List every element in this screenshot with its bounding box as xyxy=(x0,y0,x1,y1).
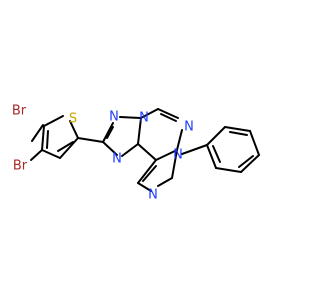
molecule-diagram: Br Br S N N N N N N xyxy=(0,0,300,300)
bromine-label-bottom: Br xyxy=(13,159,28,174)
bond-thiophene-triazole-link xyxy=(77,137,104,143)
bonds xyxy=(30,108,260,192)
bond-pyrazole-left-double xyxy=(142,165,157,182)
bond-phenyl-4-double xyxy=(238,155,254,168)
bond-pyrimidine-bottom-right xyxy=(155,149,178,161)
bond-phenyl-2 xyxy=(224,126,251,132)
background xyxy=(0,0,300,300)
nitrogen-label-2: N xyxy=(139,111,149,126)
bond-phenyl-2-double xyxy=(229,131,248,136)
bond-pyrimidine-top-right xyxy=(157,108,179,119)
bond-pyrimidine-bottom-left xyxy=(137,143,157,161)
bond-thiophene-double-inner xyxy=(57,141,74,152)
bond-pyrazole-right xyxy=(171,149,178,179)
bond-triazole-top xyxy=(119,116,142,119)
bond-phenyl-1 xyxy=(206,126,226,146)
bond-pyrimidine-top-double xyxy=(160,113,177,122)
bond-thiophene-right-lower xyxy=(59,137,79,159)
bromine-label-top: Br xyxy=(12,104,27,119)
bond-pyrazole-bottom-right xyxy=(157,177,173,187)
bond-pyrazole-bottom xyxy=(137,182,152,192)
bond-thiophene-br-lower xyxy=(30,149,43,161)
bond-triazole-upper-left-double xyxy=(106,126,114,139)
bond-phenyl-5 xyxy=(215,167,242,173)
nitrogen-label-3: N xyxy=(112,152,122,167)
bond-phenyl-link xyxy=(181,144,208,155)
bond-triazole-upper-left xyxy=(102,122,114,143)
structure-svg: Br Br S N N N N N N xyxy=(0,0,300,300)
bond-pyrazole-left xyxy=(137,159,157,184)
sulfur-label: S xyxy=(69,112,77,127)
bond-triazole-right xyxy=(137,117,142,145)
bond-thiophene-left-side xyxy=(41,125,45,151)
bond-triazole-bottom-left xyxy=(102,141,118,156)
bond-c-s-thiophene xyxy=(43,115,64,127)
bond-phenyl-4 xyxy=(240,154,260,173)
nitrogen-label-5: N xyxy=(173,148,183,163)
bond-phenyl-6 xyxy=(206,144,217,169)
nitrogen-label-4: N xyxy=(184,120,194,135)
atom-labels: Br Br S N N N N N N xyxy=(12,104,194,203)
bond-pyrimidine-right xyxy=(176,129,183,151)
nitrogen-label-6: N xyxy=(148,188,158,203)
bond-br-thiophene-top xyxy=(31,124,44,142)
bond-triazole-bottom-right xyxy=(121,143,139,157)
bond-s-c-thiophene xyxy=(69,120,79,139)
bond-pyrimidine-top-left xyxy=(140,108,159,119)
bond-phenyl-6-double xyxy=(212,145,221,163)
bond-thiophene-double-left xyxy=(46,130,49,149)
bond-thiophene-bottom-left xyxy=(41,149,61,159)
nitrogen-label-1: N xyxy=(109,110,119,125)
bond-phenyl-3 xyxy=(249,130,260,156)
